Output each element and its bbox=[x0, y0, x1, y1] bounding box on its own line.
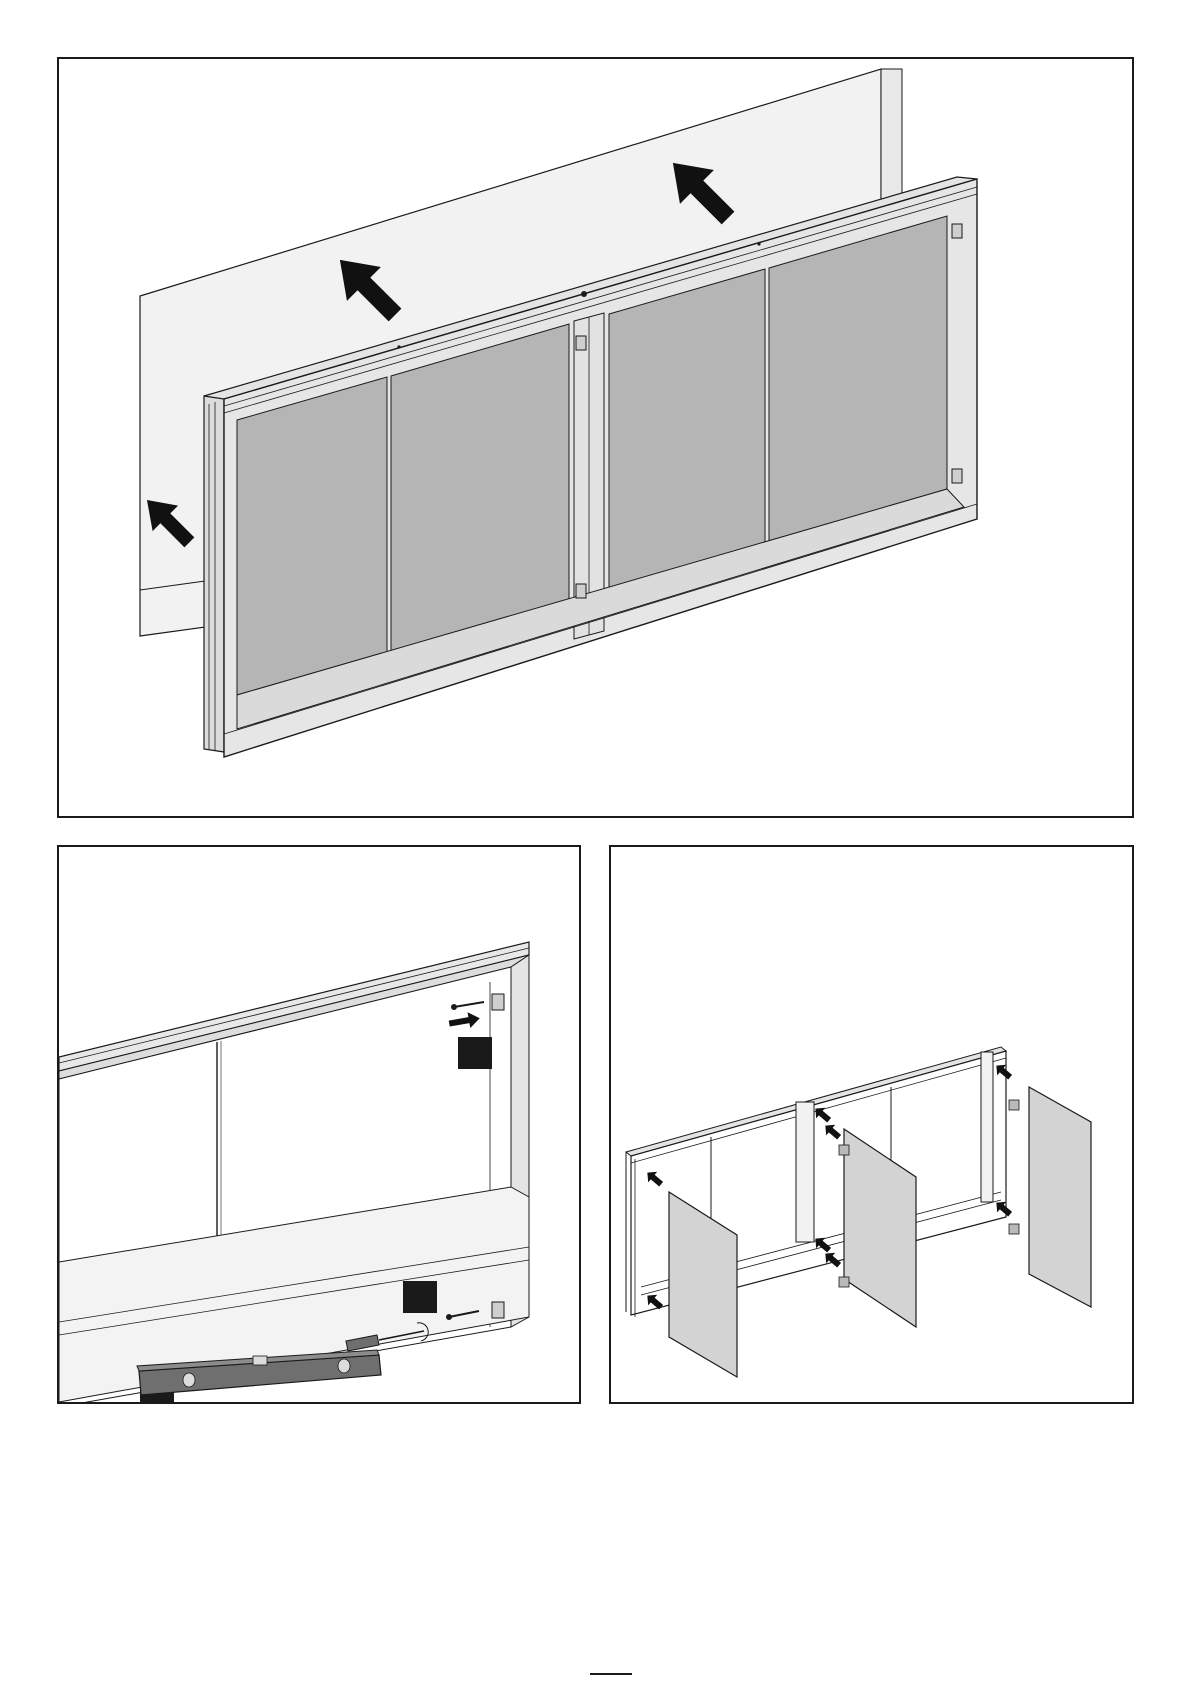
back-panel-3 bbox=[609, 269, 765, 589]
top-hole bbox=[757, 242, 760, 245]
panel-mount-cabinet bbox=[57, 57, 1134, 818]
hinge-icon bbox=[1009, 1224, 1019, 1234]
mount-cabinet-illustration bbox=[59, 59, 1134, 818]
panel-level-and-screw bbox=[57, 845, 581, 1404]
step-marker-icon bbox=[403, 1281, 437, 1313]
cabinet-divider bbox=[796, 1102, 814, 1242]
back-panel-2 bbox=[391, 324, 569, 651]
hinge-icon bbox=[492, 1302, 504, 1318]
cabinet-divider bbox=[981, 1052, 993, 1202]
top-hole bbox=[397, 345, 400, 348]
hinge-icon bbox=[1009, 1100, 1019, 1110]
attach-doors-illustration bbox=[611, 847, 1134, 1404]
step-marker-icon bbox=[458, 1037, 492, 1069]
top-hole bbox=[581, 291, 587, 297]
panel-attach-doors bbox=[609, 845, 1134, 1404]
hinge-icon bbox=[952, 469, 962, 483]
level-and-screw-illustration bbox=[59, 847, 581, 1404]
hinge-icon bbox=[952, 224, 962, 238]
door-right bbox=[1029, 1087, 1091, 1307]
hinge-icon bbox=[839, 1277, 849, 1287]
hinge-icon bbox=[576, 336, 586, 350]
back-panel-4 bbox=[769, 216, 947, 543]
footer-mark bbox=[590, 1672, 632, 1678]
hinge-icon bbox=[839, 1145, 849, 1155]
hinge-icon bbox=[492, 994, 504, 1010]
hinge-icon bbox=[576, 584, 586, 598]
cabinet-side bbox=[204, 392, 224, 752]
back-panel-1 bbox=[237, 377, 387, 695]
